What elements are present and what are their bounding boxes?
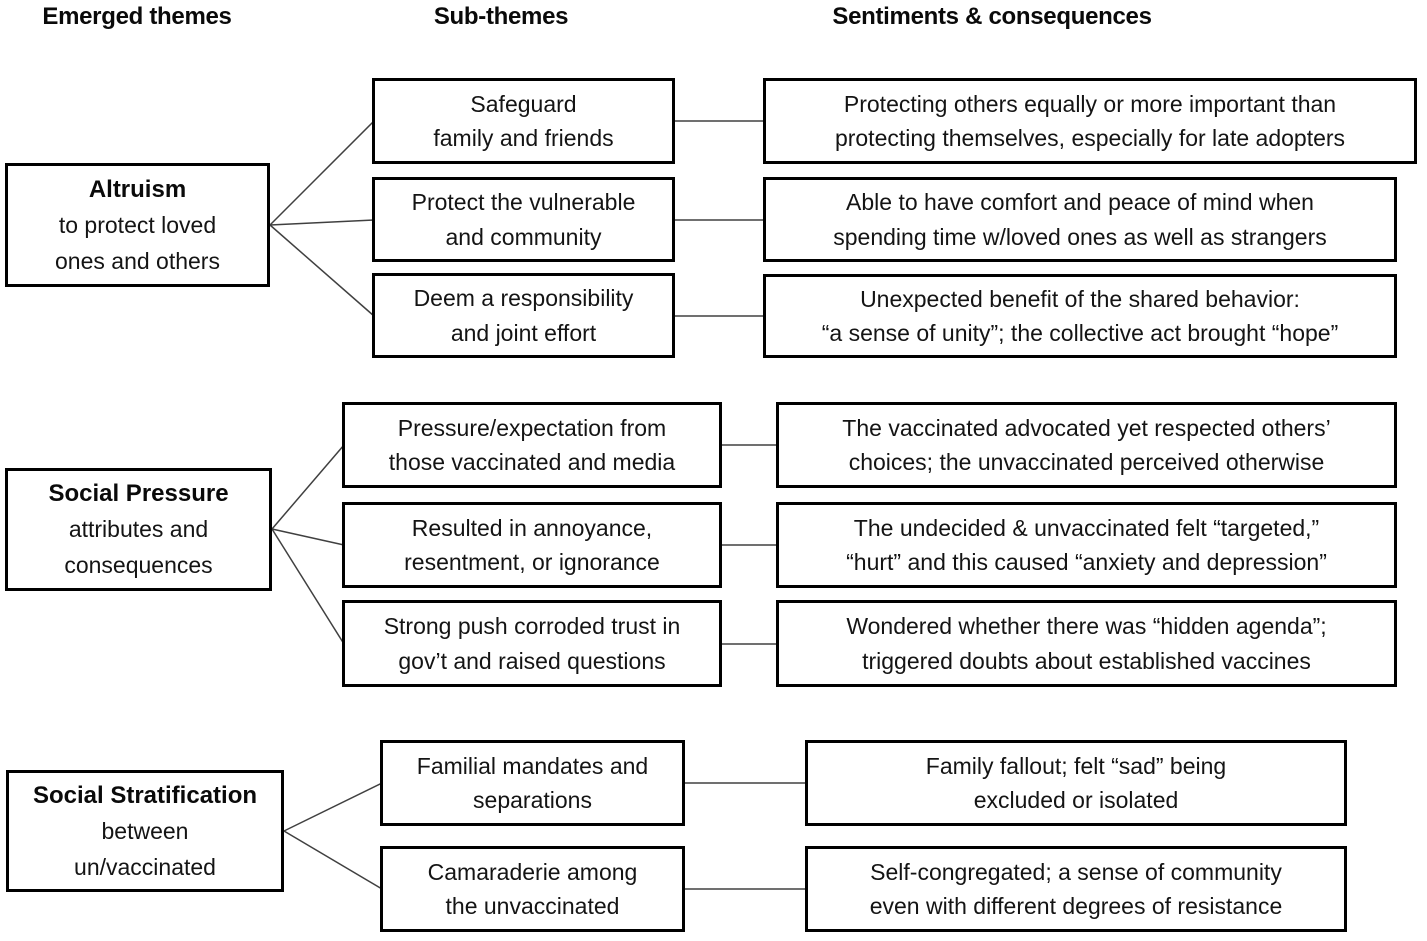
subtheme-text: Protect the vulnerable and community — [411, 189, 636, 250]
subtheme-box-safeguard: Safeguard family and friends — [372, 78, 675, 164]
subtheme-text: Pressure/expectation from those vaccinat… — [388, 414, 676, 476]
sentiment-text: The vaccinated advocated yet respected o… — [842, 414, 1331, 476]
subtheme-text: Safeguard family and friends — [433, 90, 614, 152]
subtheme-box-pressure-expectation: Pressure/expectation from those vaccinat… — [342, 402, 722, 488]
theme-title: Social Stratification — [32, 781, 258, 809]
subtheme-box-corroded-trust: Strong push corroded trust in gov’t and … — [342, 600, 722, 687]
subtheme-box-annoyance: Resulted in annoyance, resentment, or ig… — [342, 502, 722, 588]
sentiment-box-family-fallout: Family fallout; felt “sad” being exclude… — [805, 740, 1347, 826]
theme-box-social-stratification: Social Stratification between un/vaccina… — [6, 770, 284, 892]
subtheme-text: Strong push corroded trust in gov’t and … — [383, 613, 681, 674]
subtheme-box-responsibility: Deem a responsibility and joint effort — [372, 273, 675, 358]
column-header-sentiments: Sentiments & consequences — [832, 3, 1152, 30]
sentiment-box-hidden-agenda: Wondered whether there was “hidden agend… — [776, 600, 1397, 687]
subtheme-text: Deem a responsibility and joint effort — [413, 285, 634, 346]
sentiment-box-unexpected-benefit: Unexpected benefit of the shared behavio… — [763, 274, 1397, 358]
sentiment-text: Self-congregated; a sense of community e… — [869, 858, 1283, 920]
subtheme-box-protect-vulnerable: Protect the vulnerable and community — [372, 177, 675, 262]
sentiment-text: Family fallout; felt “sad” being exclude… — [925, 752, 1227, 814]
sentiment-box-protecting-others: Protecting others equally or more import… — [763, 78, 1417, 164]
theme-box-social-pressure: Social Pressure attributes and consequen… — [5, 468, 272, 591]
column-header-sub-themes: Sub-themes — [433, 3, 569, 30]
subtheme-text: Camaraderie among the unvaccinated — [427, 858, 638, 920]
sentiment-text: Unexpected benefit of the shared behavio… — [821, 285, 1339, 347]
sentiment-text: The undecided & unvaccinated felt “targe… — [846, 514, 1327, 576]
subtheme-text: Resulted in annoyance, resentment, or ig… — [404, 514, 660, 576]
subtheme-text: Familial mandates and separations — [416, 752, 649, 814]
sentiment-box-felt-targeted: The undecided & unvaccinated felt “targe… — [776, 502, 1397, 588]
sentiment-box-advocated-respected: The vaccinated advocated yet respected o… — [776, 402, 1397, 488]
sentiment-text: Protecting others equally or more import… — [834, 90, 1346, 152]
theme-description: attributes and consequences — [64, 516, 213, 579]
sentiment-box-comfort-peace: Able to have comfort and peace of mind w… — [763, 177, 1397, 262]
theme-box-altruism: Altruism to protect loved ones and other… — [5, 163, 270, 287]
theme-title: Altruism — [88, 175, 187, 203]
subtheme-box-familial-mandates: Familial mandates and separations — [380, 740, 685, 826]
theme-title: Social Pressure — [48, 480, 229, 508]
column-header-emerged-themes: Emerged themes — [42, 3, 232, 30]
sentiment-box-self-congregated: Self-congregated; a sense of community e… — [805, 846, 1347, 932]
theme-description: to protect loved ones and others — [55, 211, 220, 274]
sentiment-text: Able to have comfort and peace of mind w… — [833, 189, 1327, 250]
subtheme-box-camaraderie: Camaraderie among the unvaccinated — [380, 846, 685, 932]
sentiment-text: Wondered whether there was “hidden agend… — [846, 613, 1327, 674]
theme-description: between un/vaccinated — [74, 817, 216, 880]
